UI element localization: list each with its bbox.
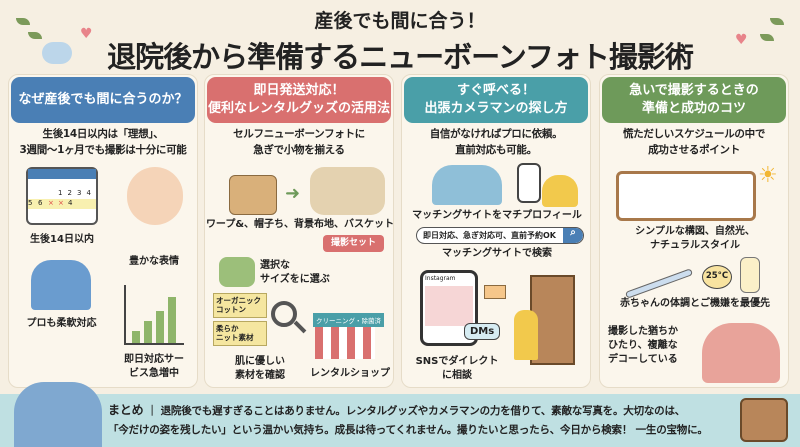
heart-icon: ♥	[735, 32, 748, 48]
column-header: なぜ産後でも間に合うのか？	[11, 77, 195, 123]
thermometer-icon	[624, 268, 694, 299]
heart-icon: ♥	[80, 26, 93, 42]
item-label: ワープ&、帽子ち、背景布地、バスケット	[205, 219, 395, 230]
people-laptop-icon	[432, 165, 502, 205]
arrow-right-icon: ➜	[285, 183, 301, 204]
item-label: 生後14日以内	[30, 234, 94, 245]
column-header: すぐ呼べる！ 出張カメラマンの探し方	[404, 77, 588, 123]
page-title: 退院後から準備するニューボーンフォト撮影術	[107, 40, 694, 74]
column-photographer: すぐ呼べる！ 出張カメラマンの探し方 自信がなければプロに依頼。 直前対応も可能…	[401, 74, 591, 388]
treasure-chest-icon	[740, 398, 788, 442]
summary-line: 退院後でも遅すぎることはありません。レンタルグッズやカメラマンの力を借りて、素敵…	[160, 405, 686, 417]
baby-bottle-icon	[740, 257, 760, 293]
shop-sign: クリーニング・除菌済	[313, 313, 384, 327]
app-name: Instagram	[425, 275, 456, 282]
item-label: レンタルショップ	[310, 368, 390, 379]
column-tips: 急いで撮影するときの 準備と成功のコツ 慌ただしいスケジュールの中で 成功させる…	[599, 74, 789, 388]
search-input[interactable]: 即日対応、急ぎ対応可、直前予約OK ⌕	[416, 227, 584, 244]
envelope-icon	[484, 285, 506, 299]
column-header: 急いで撮影するときの 準備と成功のコツ	[602, 77, 786, 123]
instagram-phone-icon: Instagram	[420, 270, 478, 346]
summary-band	[0, 394, 800, 447]
visiting-photographer-icon	[514, 310, 538, 360]
search-query: 即日対応、急ぎ対応可、直前予約OK	[423, 231, 556, 240]
leaf-decoration	[760, 34, 774, 41]
item-label: 豊かな表情	[129, 256, 179, 267]
rental-shop-icon	[315, 327, 375, 359]
bed-baby-icon	[616, 171, 756, 221]
magnifier-icon	[271, 301, 297, 327]
item-label: シンプルな構図、自然光、 ナチュラルスタイル	[635, 226, 755, 251]
subtitle: 産後でも間に合う！	[314, 10, 486, 32]
material-tag: オーガニック コットン	[213, 293, 267, 318]
column-intro: セルフニューボーンフォトに 急ぎで小物を揃える	[233, 128, 365, 156]
dm-bubble: DMs	[464, 323, 501, 340]
swaddled-baby-icon	[42, 42, 72, 64]
smartphone-icon	[517, 163, 541, 203]
item-label: プロも柔軟対応	[26, 318, 97, 329]
baskets-props-icon	[310, 167, 385, 215]
item-label: マッチングサイトで検索	[442, 248, 552, 259]
item-label: マッチングサイトをマチプロフィール	[412, 210, 582, 221]
magnifier-handle	[293, 320, 307, 334]
photographer-icon	[31, 260, 91, 310]
package-box-icon	[229, 175, 277, 215]
column-header: 即日発送対応！ 便利なレンタルグッズの活用法	[207, 77, 391, 123]
growth-chart-icon	[124, 285, 184, 345]
column-intro: 自信がなければプロに依頼。 直前対応も可能。	[429, 128, 563, 156]
summary-text: まとめ ｜ 退院後でも遅すぎることはありません。レンタルグッズやカメラマンの力を…	[108, 400, 732, 439]
summary-label: まとめ	[108, 403, 144, 417]
material-tag: 柔らか ニット素材	[213, 321, 267, 346]
baby-face-icon	[127, 167, 183, 225]
summary-line: 「今だけの姿を残したい」という温かい気持ち。成長は待ってくれません。撮りたいと思…	[108, 424, 708, 436]
parents-with-photo-icon	[14, 382, 102, 447]
item-label: 肌に優しい 素材を確認	[235, 356, 285, 381]
photo-set-button[interactable]: 撮影セット	[323, 235, 385, 252]
column-rental: 即日発送対応！ 便利なレンタルグッズの活用法 セルフニューボーンフォトに 急ぎで…	[204, 74, 394, 388]
column-why: なぜ産後でも間に合うのか？ 生後14日以内は「理想」、 3週間〜1ヶ月でも撮影は…	[8, 74, 198, 388]
baby-clothes-icon	[219, 257, 255, 287]
man-pointing-icon	[542, 175, 578, 207]
leaf-decoration	[16, 18, 30, 25]
column-intro: 生後14日以内は「理想」、 3週間〜1ヶ月でも撮影は十分に可能	[19, 128, 187, 156]
search-icon[interactable]: ⌕	[563, 228, 583, 243]
item-label: 選択な サイズをに選ぶ	[260, 260, 330, 285]
column-intro: 慌ただしいスケジュールの中で 成功させるポイント	[622, 128, 766, 156]
sun-icon: ☀	[758, 163, 778, 188]
item-label: 赤ちゃんの体調とご機嫌を最優先	[620, 298, 770, 309]
item-label: 撮影した猶ちか ひたり、複離な デコーしている	[608, 326, 678, 365]
temperature-bubble: 25°C	[702, 265, 732, 289]
family-icon	[702, 323, 780, 383]
leaf-decoration	[770, 18, 784, 25]
leaf-decoration	[28, 32, 42, 39]
item-label: SNSでダイレクト に相談	[415, 356, 499, 381]
item-label: 即日対応サー ビス急増中	[124, 354, 184, 379]
